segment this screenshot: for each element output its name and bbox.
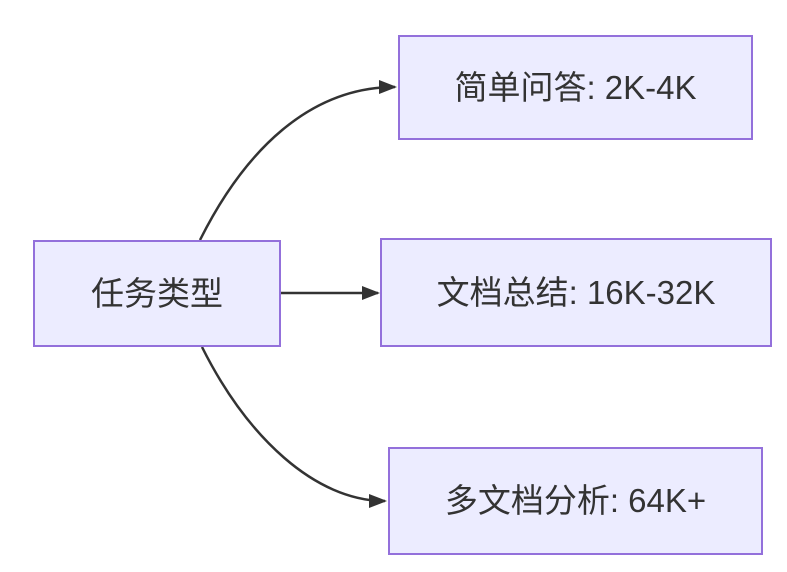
node-doc-summary: 文档总结: 16K-32K [380, 238, 772, 347]
edge-root-to-branch-0 [198, 80, 397, 241]
node-task-type-label: 任务类型 [91, 274, 223, 312]
node-multi-doc-analysis: 多文档分析: 64K+ [388, 447, 763, 555]
node-simple-qa-label: 简单问答: 2K-4K [454, 68, 697, 106]
edge-root-to-branch-2 [200, 346, 387, 508]
node-doc-summary-label: 文档总结: 16K-32K [436, 273, 716, 311]
node-simple-qa: 简单问答: 2K-4K [398, 35, 753, 140]
node-task-type: 任务类型 [33, 240, 281, 347]
node-multi-doc-analysis-label: 多文档分析: 64K+ [444, 482, 707, 520]
